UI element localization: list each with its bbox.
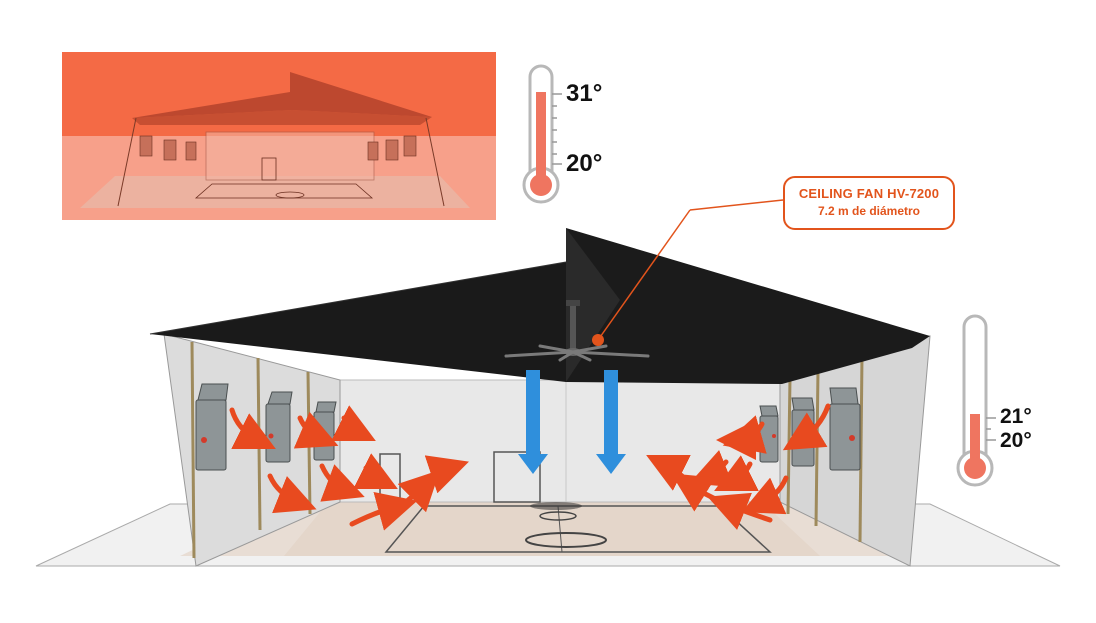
inset-roof [132, 72, 432, 118]
thermometer-after-high-label: 21° [1000, 405, 1032, 428]
thermometer-after-fill [970, 414, 980, 466]
callout-subtitle: 7.2 m de diámetro [817, 204, 921, 218]
thermometer-before-low-label: 20° [566, 150, 603, 177]
airflow-warm-arrows [229, 403, 831, 531]
thermometer-before-high-label: 31° [566, 80, 603, 107]
inset-before [62, 52, 496, 220]
roof-right [566, 228, 930, 384]
callout-title: CEILING FAN HV-7200 [798, 186, 940, 201]
airflow-down-arrows [518, 370, 626, 474]
callout-leader [597, 209, 691, 341]
callout-dot [592, 334, 604, 346]
back-wall [339, 379, 781, 503]
ceiling-fan-callout: CEILING FAN HV-7200 7.2 m de diámetro [783, 176, 955, 230]
center-circle [525, 532, 607, 548]
thermometer-after-low-label: 20° [1000, 429, 1032, 452]
thermometer-before-fill [536, 92, 546, 184]
door-center [493, 451, 541, 503]
thermometer-after [956, 314, 996, 487]
ceiling-fan [504, 300, 650, 362]
thermometer-before [522, 64, 562, 204]
roof-left [150, 262, 566, 382]
warehouse-main [35, 199, 1061, 567]
